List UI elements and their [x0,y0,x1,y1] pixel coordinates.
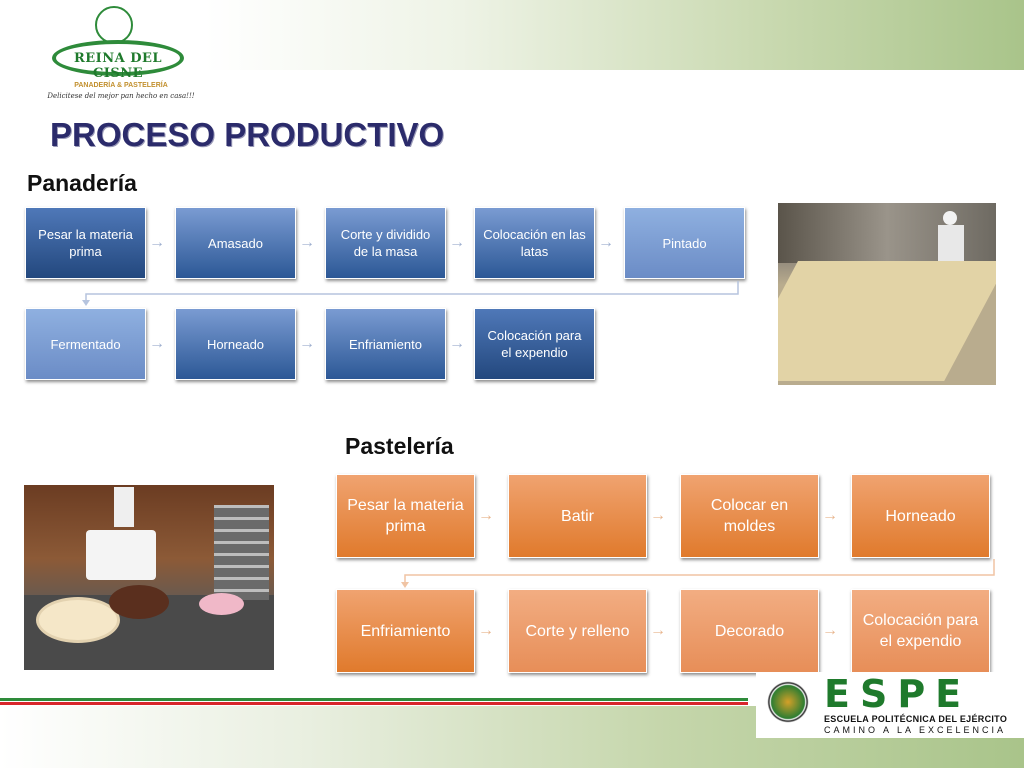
photo-dough-table [778,261,996,381]
panaderia-row-connector [85,281,739,302]
photo-cake-2 [109,585,169,619]
espe-name: ESCUELA POLITÉCNICA DEL EJÉRCITO [824,714,1008,724]
photo-cake-3 [199,593,244,615]
panaderia-r2-step-1: Fermentado [25,308,146,380]
logo-oval: REINA DEL CISNE [52,40,184,81]
panaderia-r2-step-2: Horneado [175,308,296,380]
pasteleria-r1-arrow-icon: → [650,507,666,524]
panaderia-r1-arrow-icon: → [449,234,465,251]
panaderia-r2-step-3: Enfriamiento [325,308,446,380]
pasteleria-r2-step-3: Decorado [680,589,819,673]
photo-mixer [86,530,156,580]
reina-del-cisne-logo: REINA DEL CISNE PANADERÍA & PASTELERÍA D… [45,4,197,102]
photo-cake-1 [36,597,120,643]
pasteleria-r1-arrow-icon: → [822,507,838,524]
pasteleria-row-connector [404,559,995,584]
panaderia-connector-arrowhead [82,300,90,306]
pasteleria-r1-step-1: Pesar la materia prima [336,474,475,558]
espe-logo: ESPE ESCUELA POLITÉCNICA DEL EJÉRCITO CA… [756,672,1024,738]
pasteleria-r2-step-1: Enfriamiento [336,589,475,673]
bakery-photo [778,203,996,385]
pasteleria-r2-arrow-icon: → [478,622,494,639]
pasteleria-r1-step-3: Colocar en moldes [680,474,819,558]
photo-tray-rack [214,505,269,600]
espe-seal-icon [762,676,814,728]
footer-stripe-red [0,702,748,705]
panaderia-r1-arrow-icon: → [299,234,315,251]
panaderia-r1-step-1: Pesar la materia prima [25,207,146,279]
espe-motto: CAMINO A LA EXCELENCIA [824,725,1007,735]
pasteleria-r2-arrow-icon: → [822,622,838,639]
footer-stripe-green [0,698,748,701]
logo-subtitle: PANADERÍA & PASTELERÍA [74,82,168,89]
logo-name: REINA DEL CISNE [73,51,163,81]
photo-baker-head [943,211,957,225]
panaderia-r1-step-3: Corte y dividido de la masa [325,207,446,279]
pasteleria-r2-step-4: Colocación para el expendio [851,589,990,673]
panaderia-r1-arrow-icon: → [598,234,614,251]
photo-chef [114,487,134,527]
panaderia-r2-step-4: Colocación para el expendio [474,308,595,380]
panaderia-r1-step-2: Amasado [175,207,296,279]
page-title: PROCESO PRODUCTIVO [50,116,445,153]
panaderia-r1-step-4: Colocación en las latas [474,207,595,279]
pastry-photo [24,485,274,670]
logo-slogan: Delicitese del mejor pan hecho en casa!!… [47,92,195,100]
pasteleria-r2-arrow-icon: → [650,622,666,639]
pasteleria-r1-step-2: Batir [508,474,647,558]
panaderia-r2-arrow-icon: → [449,335,465,352]
panaderia-r1-step-5: Pintado [624,207,745,279]
pasteleria-connector-arrowhead [401,582,409,588]
espe-letters: ESPE [824,672,972,716]
pasteleria-heading: Pastelería [345,433,454,459]
panaderia-r1-arrow-icon: → [149,234,165,251]
pasteleria-r1-step-4: Horneado [851,474,990,558]
panaderia-r2-arrow-icon: → [299,335,315,352]
pasteleria-r1-arrow-icon: → [478,507,494,524]
panaderia-r2-arrow-icon: → [149,335,165,352]
panaderia-heading: Panadería [27,170,137,196]
pasteleria-r2-step-2: Corte y relleno [508,589,647,673]
